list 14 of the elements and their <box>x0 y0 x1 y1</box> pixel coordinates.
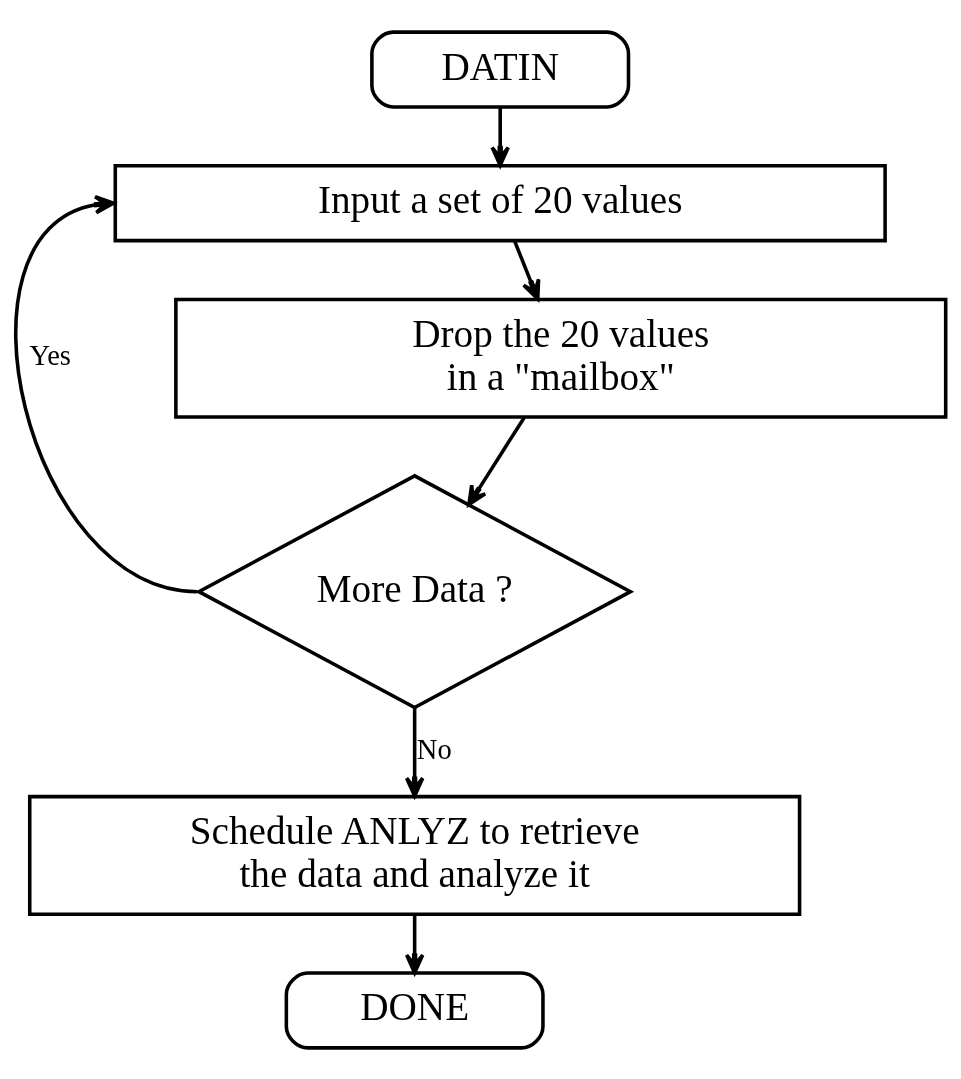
edge-label: Yes <box>29 339 71 371</box>
node-box: Schedule ANLYZ to retrieve the data and analyze it <box>27 794 802 916</box>
arrow <box>512 239 541 301</box>
arrow <box>14 194 198 593</box>
arrow <box>404 707 425 798</box>
node-box: DATIN <box>370 29 631 109</box>
arrow <box>467 415 526 506</box>
node-box: DONE <box>284 970 545 1050</box>
arrow <box>490 107 510 167</box>
edge-label: No <box>416 733 452 765</box>
node-box: Drop the 20 values in a "mailbox" <box>174 297 948 419</box>
arrow <box>404 913 425 975</box>
node-box: Input a set of 20 values <box>113 163 887 242</box>
node-diamond: More Data ? <box>195 473 635 710</box>
